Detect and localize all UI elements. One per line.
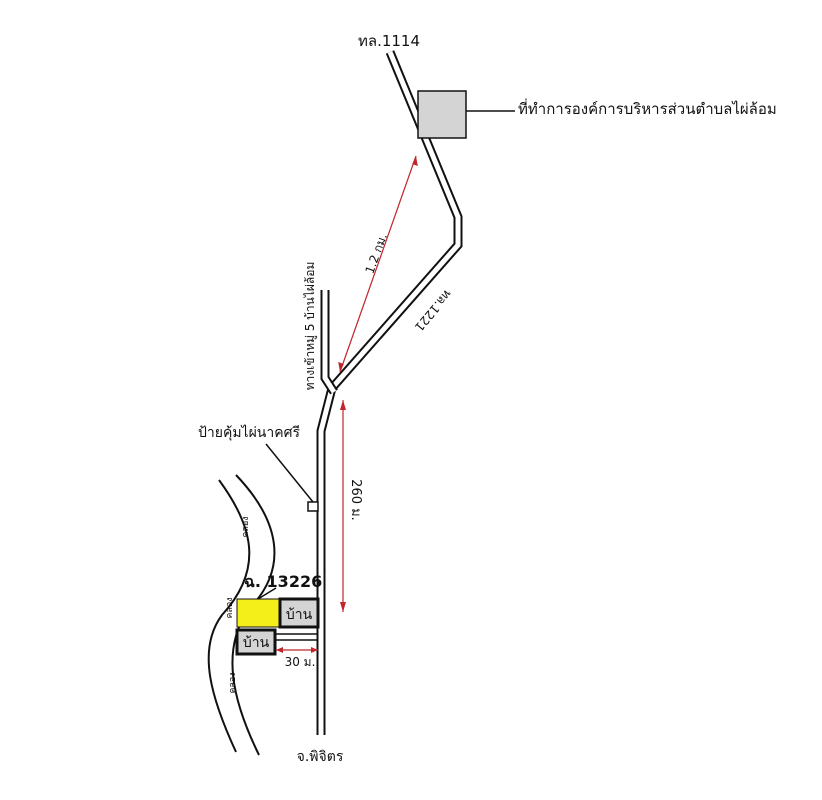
- house-2: [235, 628, 277, 656]
- klong-label-1: คลอง: [241, 516, 251, 537]
- dimension-260m-arrow-bottom: [340, 602, 346, 612]
- branch-road-moo5: [320, 290, 338, 395]
- dimension-30m-arrow-right: [311, 647, 318, 653]
- dimension-1-2km-arrow-top: [412, 156, 418, 166]
- land-plot: [236, 598, 281, 628]
- sign-leader-line: [265, 443, 314, 503]
- sao-office-label: ที่ทำการองค์การบริหารส่วนตำบลไผ่ล้อม: [518, 98, 777, 118]
- main-road: [316, 50, 463, 735]
- dist-1-2km-label: 1.2 กม.: [362, 232, 389, 276]
- deed-number-label: ฉ. 13226: [244, 572, 322, 591]
- dimension-1-2km: [338, 155, 418, 373]
- klong-label-3: คลอง: [228, 672, 238, 693]
- house-2-label: บ้าน: [243, 635, 270, 651]
- sign-label: ป้ายคุ้มไผ่นาคศรี: [198, 424, 300, 441]
- deed-leader-line: [257, 587, 277, 600]
- road-1114-label: ทล.1114: [358, 32, 420, 50]
- sao-office-building: [417, 90, 467, 139]
- dimension-260m-arrow-top: [340, 400, 346, 410]
- dist-260m-label: 260 ม.: [348, 479, 363, 521]
- to-phichit-label: จ.พิจิตร: [297, 749, 344, 765]
- sign-marker: [307, 501, 319, 512]
- house-1: [278, 597, 320, 629]
- dimension-260m: [340, 400, 346, 612]
- branch-moo5-label: ทางเข้าหมู่ 5 บ้านไผ่ล้อม: [303, 262, 318, 391]
- dist-30m-label: 30 ม.: [285, 655, 316, 669]
- dimension-30m-arrow-left: [276, 647, 283, 653]
- canal-west-bank: [207, 479, 251, 753]
- house-1-label: บ้าน: [286, 607, 313, 623]
- klong-label-2: คลอง: [225, 597, 235, 618]
- dimension-30m: [276, 647, 318, 653]
- access-lane: [276, 633, 318, 641]
- dimension-1-2km-arrow-bottom: [338, 362, 344, 372]
